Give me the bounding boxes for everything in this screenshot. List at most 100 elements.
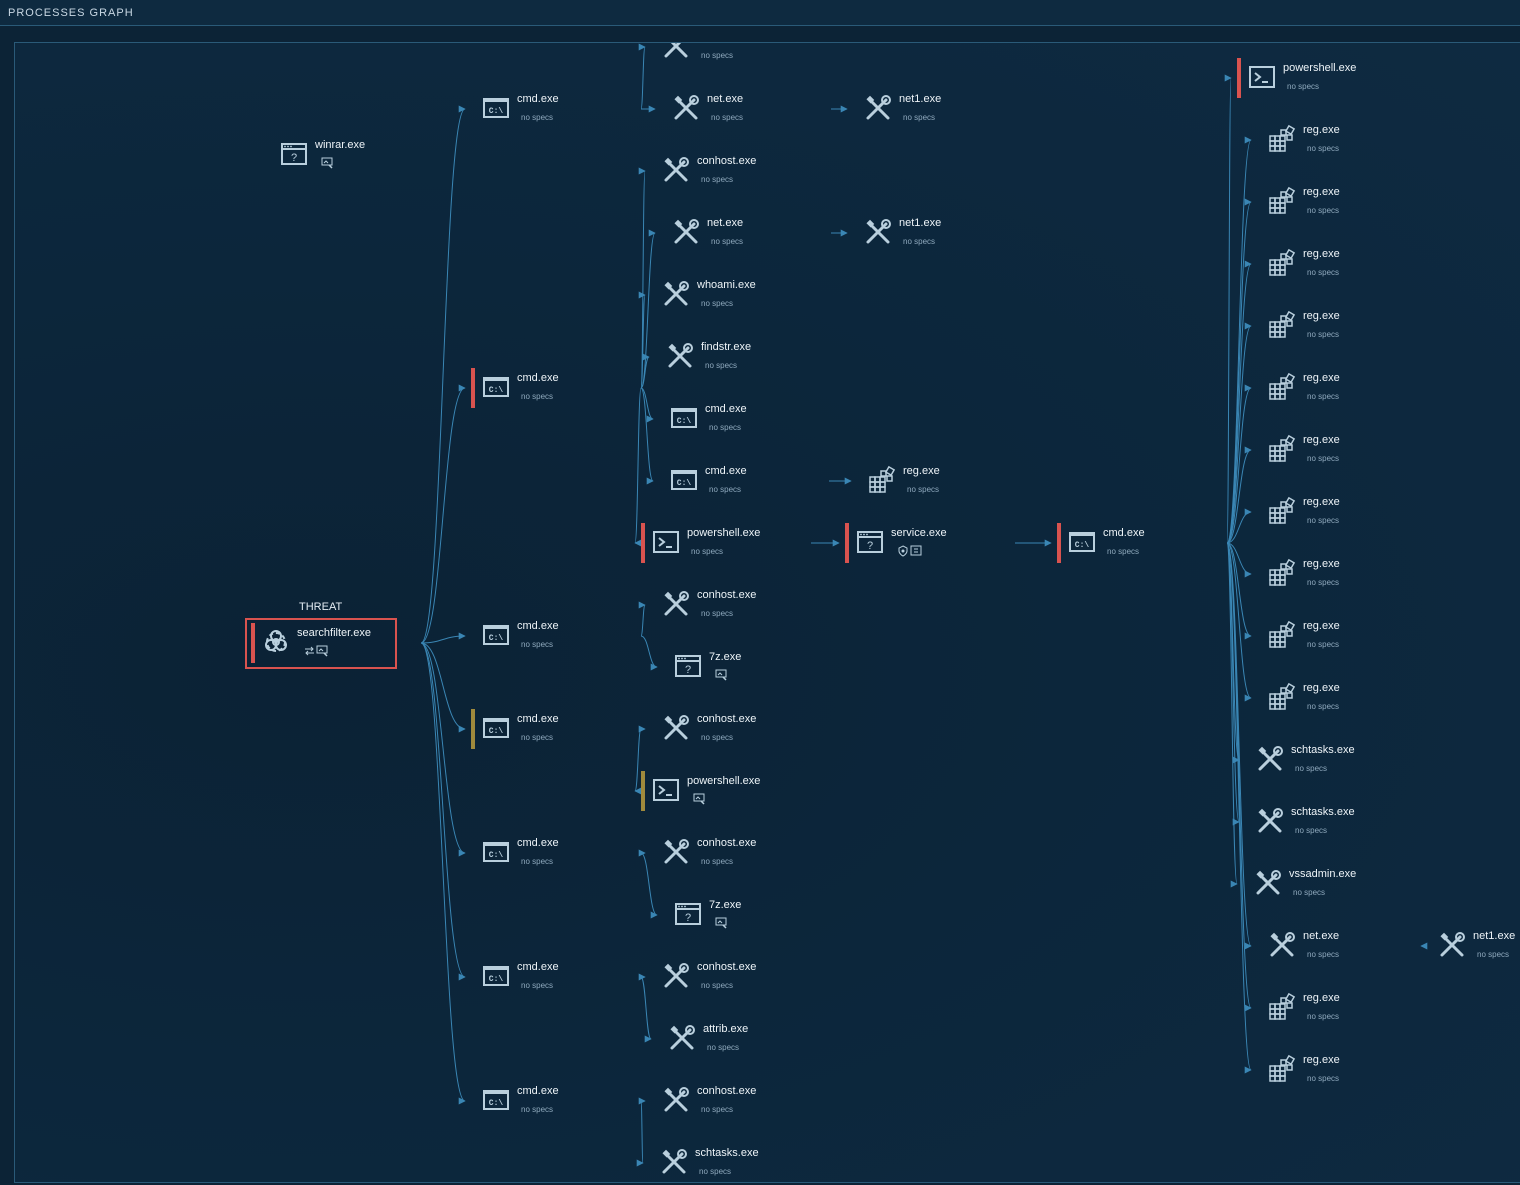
process-specs: no specs xyxy=(1287,82,1320,91)
process-specs: no specs xyxy=(709,423,742,432)
process-name: cmd.exe xyxy=(517,837,559,849)
process-node[interactable]: ?7z.exe xyxy=(663,895,833,941)
graph-edge xyxy=(634,728,642,795)
tools-icon xyxy=(863,217,893,247)
registry-icon xyxy=(1267,682,1297,712)
process-node[interactable]: ?7z.exe xyxy=(663,647,833,693)
process-node[interactable]: reg.exe no specs xyxy=(1257,554,1427,600)
registry-icon xyxy=(1267,310,1297,340)
powershell-icon xyxy=(651,775,681,805)
powershell-icon xyxy=(651,527,681,557)
process-node[interactable]: searchfilter.exe xyxy=(251,623,421,669)
registry-icon xyxy=(1267,496,1297,526)
process-specs: no specs xyxy=(1307,144,1340,153)
process-name: reg.exe xyxy=(1303,682,1340,694)
risk-indicator-bar xyxy=(471,368,475,408)
process-node[interactable]: reg.exe no specs xyxy=(1257,120,1427,166)
process-node[interactable]: ?winrar.exe xyxy=(269,135,439,181)
process-specs: no specs xyxy=(1295,764,1328,773)
process-name: net1.exe xyxy=(899,93,942,105)
process-node[interactable]: no specs xyxy=(651,43,821,73)
process-name: powershell.exe xyxy=(1283,62,1357,74)
graph-edge xyxy=(1224,76,1232,544)
process-name: reg.exe xyxy=(1303,992,1340,1004)
process-name: reg.exe xyxy=(1303,372,1340,384)
process-name: reg.exe xyxy=(1303,558,1340,570)
process-specs: no specs xyxy=(1307,578,1340,587)
tools-icon xyxy=(661,589,691,619)
svg-text:?: ? xyxy=(291,152,297,164)
cmd-icon: C:\ xyxy=(481,372,511,402)
process-node[interactable]: powershell.exe no specs xyxy=(1237,58,1407,104)
registry-icon xyxy=(1267,1054,1297,1084)
shield-icon xyxy=(897,544,910,561)
window-question-icon: ? xyxy=(855,527,885,557)
process-node[interactable]: reg.exe no specs xyxy=(1257,988,1427,1034)
process-name: reg.exe xyxy=(1303,124,1340,136)
graph-edge xyxy=(420,105,466,644)
graph-edge xyxy=(638,43,646,110)
process-name: reg.exe xyxy=(1303,434,1340,446)
process-name: conhost.exe xyxy=(697,961,757,973)
graph-edge xyxy=(1226,446,1252,544)
process-node[interactable]: powershell.exe xyxy=(641,771,811,817)
process-specs: no specs xyxy=(903,237,936,246)
process-name: attrib.exe xyxy=(703,1023,749,1035)
process-node[interactable]: ?service.exe xyxy=(845,523,1015,569)
process-name: net.exe xyxy=(707,93,744,105)
graph-edge xyxy=(638,601,646,637)
graph-edge xyxy=(1226,508,1252,544)
registry-icon xyxy=(1267,372,1297,402)
tools-icon xyxy=(671,217,701,247)
process-name: whoami.exe xyxy=(697,279,756,291)
panel-title: PROCESSES GRAPH xyxy=(8,7,134,19)
cmd-icon: C:\ xyxy=(481,620,511,650)
process-specs: no specs xyxy=(1107,547,1140,556)
process-specs: no specs xyxy=(1307,1012,1340,1021)
risk-indicator-bar xyxy=(845,523,849,563)
process-name: 7z.exe xyxy=(709,899,742,911)
process-name: reg.exe xyxy=(1303,310,1340,322)
